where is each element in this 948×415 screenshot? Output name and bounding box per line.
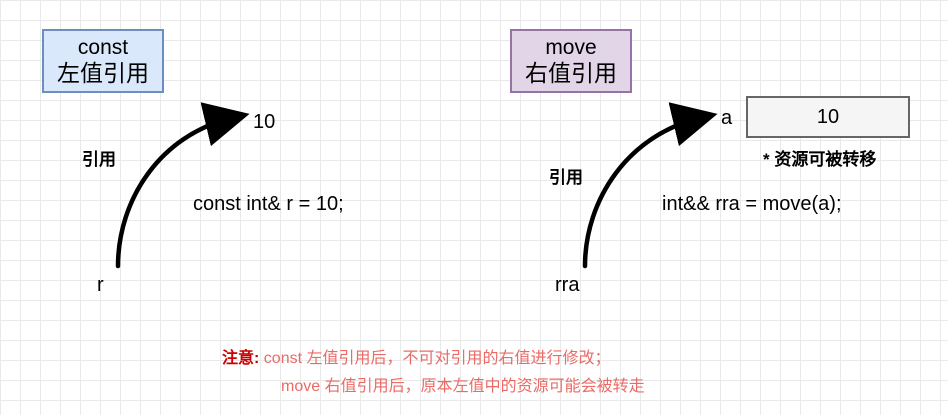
- const-lvalue-ref-box: const 左值引用: [42, 29, 164, 93]
- left-var-r: r: [97, 274, 104, 296]
- left-value-literal: 10: [253, 111, 276, 133]
- note-prefix: 注意:: [222, 350, 260, 367]
- right-code: int&& rra = move(a);: [662, 193, 842, 215]
- const-box-title: const: [77, 35, 129, 59]
- const-box-subtitle: 左值引用: [57, 59, 149, 86]
- left-reference-arrow: [115, 102, 250, 269]
- move-box-title: move: [545, 35, 597, 59]
- left-code: const int& r = 10;: [193, 193, 344, 215]
- left-ref-label: 引用: [82, 150, 116, 169]
- value-box-a-text: 10: [816, 105, 840, 128]
- note-line-1: 注意: const 左值引用后，不可对引用的右值进行修改；: [222, 344, 611, 368]
- note-line-1-text: const 左值引用后，不可对引用的右值进行修改；: [263, 350, 611, 367]
- move-rvalue-ref-box: move 右值引用: [510, 29, 632, 93]
- note-line-2: move 右值引用后，原本左值中的资源可能会被转走: [281, 378, 645, 395]
- right-ref-label: 引用: [549, 168, 583, 187]
- resource-transfer-note: * 资源可被转移: [763, 150, 877, 169]
- right-var-rra: rra: [555, 274, 580, 296]
- right-reference-arrow: [582, 102, 718, 269]
- value-box-a: 10: [746, 96, 910, 138]
- move-box-subtitle: 右值引用: [525, 59, 617, 86]
- right-var-a: a: [721, 107, 733, 129]
